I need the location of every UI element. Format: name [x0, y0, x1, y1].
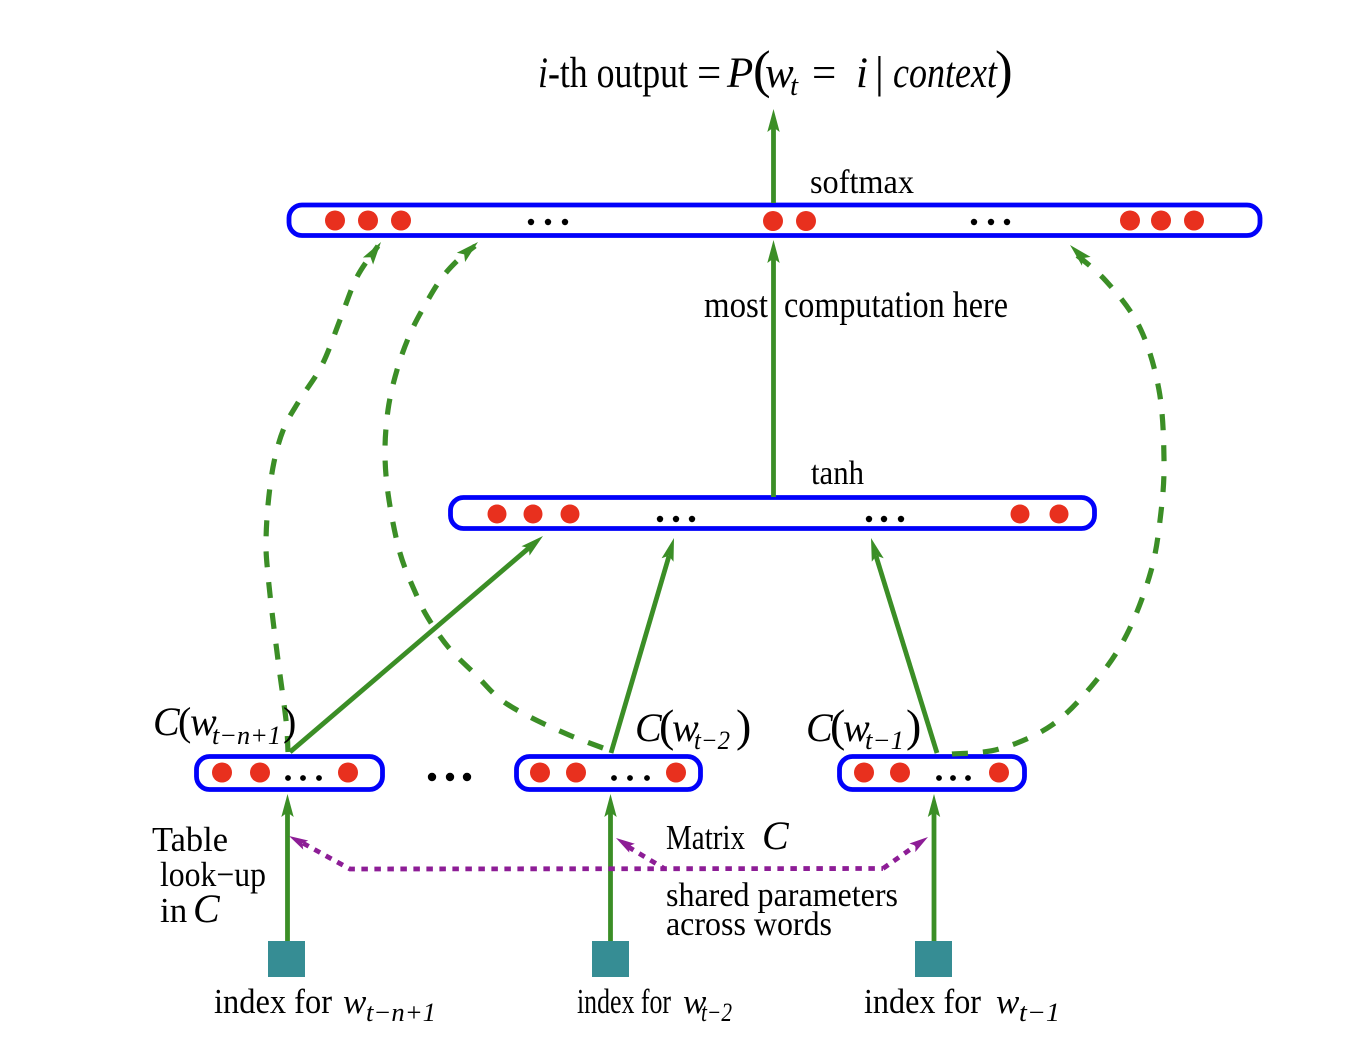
svg-text:w: w — [190, 699, 217, 744]
svg-text:(: ( — [659, 700, 674, 751]
svg-text:w: w — [672, 705, 699, 750]
svg-text:(: ( — [753, 41, 771, 99]
svg-text:t−n+1: t−n+1 — [366, 998, 436, 1027]
svg-text:C: C — [806, 705, 834, 750]
svg-text:w: w — [765, 50, 794, 97]
svg-text:index for: index for — [864, 982, 981, 1021]
svg-text:i: i — [856, 50, 868, 97]
svg-text:t: t — [790, 70, 799, 102]
svg-text:(: ( — [830, 700, 845, 751]
svg-text:shared parameters: shared parameters — [666, 877, 898, 914]
svg-text:C: C — [762, 813, 790, 858]
svg-text:index for: index for — [577, 982, 671, 1021]
svg-text:look−up: look−up — [160, 855, 266, 894]
svg-text:C: C — [193, 886, 221, 931]
svg-text:across words: across words — [666, 906, 832, 943]
svg-text:w: w — [843, 705, 870, 750]
svg-text:t−1: t−1 — [1019, 998, 1060, 1027]
svg-text:index for: index for — [214, 982, 332, 1021]
svg-text:): ) — [906, 700, 921, 751]
svg-text:most: most — [704, 285, 769, 326]
svg-text:C: C — [153, 699, 181, 744]
svg-text:Matrix: Matrix — [666, 818, 745, 857]
svg-text:w: w — [343, 982, 367, 1021]
svg-text:Table: Table — [152, 820, 228, 859]
svg-text:i-th output: i-th output — [538, 50, 688, 97]
svg-text:t−2: t−2 — [694, 726, 730, 755]
svg-text:(: ( — [178, 699, 191, 744]
svg-text:tanh: tanh — [811, 455, 864, 492]
svg-text:computation here: computation here — [784, 285, 1008, 326]
svg-text:in: in — [160, 891, 187, 930]
svg-text:): ) — [736, 700, 751, 751]
svg-text:w: w — [683, 982, 707, 1021]
svg-text:w: w — [996, 982, 1020, 1021]
svg-text:t−1: t−1 — [865, 726, 904, 755]
svg-text:softmax: softmax — [810, 164, 914, 201]
svg-text:C: C — [635, 705, 663, 750]
svg-text:t−n+1: t−n+1 — [212, 721, 281, 750]
svg-text:|: | — [875, 48, 884, 97]
svg-text:context: context — [893, 50, 998, 97]
svg-text:P: P — [726, 50, 753, 97]
svg-text:=: = — [812, 50, 836, 97]
svg-text:t−2: t−2 — [701, 998, 732, 1027]
svg-text:): ) — [283, 699, 296, 744]
svg-text:=: = — [697, 50, 721, 97]
svg-text:): ) — [995, 41, 1013, 99]
